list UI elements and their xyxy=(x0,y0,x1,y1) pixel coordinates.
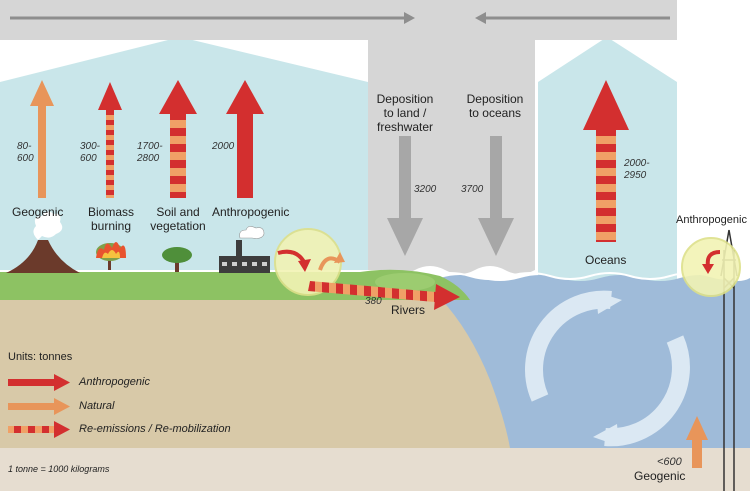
soil-emission-arrow xyxy=(159,80,197,198)
legend-natural-label: Natural xyxy=(79,400,115,412)
legend-units: Units: tonnes xyxy=(8,351,73,363)
reemission-curve-arrow-a xyxy=(277,249,311,272)
ocean-emission-arrow xyxy=(583,80,629,242)
deposition-land-value: 3200 xyxy=(414,184,437,195)
legend-reemission-arrow xyxy=(8,421,70,438)
atmosphere-flow-arrow-left xyxy=(475,12,670,24)
rivers-value: 380 xyxy=(365,296,382,307)
anthropogenic-emission-arrow xyxy=(226,80,264,198)
deposition-land-label: Deposition to land / freshwater xyxy=(376,92,434,134)
legend-footnote: 1 tonne = 1000 kilograms xyxy=(8,464,110,474)
volcano-icon xyxy=(6,211,80,273)
biomass-emission-arrow xyxy=(98,82,122,198)
rivers-arrow xyxy=(308,281,460,310)
tree-icon xyxy=(162,247,192,272)
geogenic-value: 80- 600 xyxy=(17,141,34,164)
deposition-column xyxy=(368,40,535,274)
biomass-label: Biomass burning xyxy=(87,205,134,233)
legend-natural-arrow xyxy=(8,398,70,415)
legend-anthropogenic-label: Anthropogenic xyxy=(79,376,150,388)
rivers-label: Rivers xyxy=(391,303,426,317)
legend-reemission-label: Re-emissions / Re-mobilization xyxy=(79,423,231,435)
burning-tree-icon xyxy=(96,242,126,270)
deposition-ocean-arrow xyxy=(478,136,514,256)
biomass-value: 300- 600 xyxy=(80,141,101,164)
oceans-label: Oceans xyxy=(585,253,627,267)
seafloor xyxy=(0,448,750,491)
anthropogenic-value: 2000 xyxy=(212,141,235,152)
soil-label: Soil and vegetation xyxy=(150,205,206,233)
legend-anthropogenic-arrow xyxy=(8,374,70,391)
oceans-value: 2000- 2950 xyxy=(624,158,650,181)
seafloor-geogenic-value: <600 xyxy=(657,456,682,468)
geogenic-label: Geogenic xyxy=(12,205,64,219)
soil-ground xyxy=(0,298,510,448)
deposition-oceans-label: Deposition to oceans xyxy=(466,92,524,120)
deposition-oceans-value: 3700 xyxy=(461,184,484,195)
geogenic-emission-arrow xyxy=(30,80,54,198)
coastal-hill xyxy=(375,273,435,291)
ocean-anthropogenic-label: Anthropogenic xyxy=(676,214,747,226)
anthropogenic-label: Anthropogenic xyxy=(212,205,290,219)
deposition-land-arrow xyxy=(387,136,423,256)
reemission-curve-arrow-b xyxy=(318,252,345,271)
factory-icon xyxy=(219,226,270,273)
seafloor-geogenic-arrow xyxy=(686,416,708,468)
seafloor-geogenic-label: Geogenic xyxy=(634,469,686,483)
ocean-anthropogenic-curve-arrow xyxy=(702,250,721,274)
atmosphere-right-region xyxy=(677,40,750,300)
ocean-circulation-icon xyxy=(525,290,690,447)
soil-value: 1700- 2800 xyxy=(137,141,163,164)
atmosphere-flow-arrow-right xyxy=(10,12,415,24)
